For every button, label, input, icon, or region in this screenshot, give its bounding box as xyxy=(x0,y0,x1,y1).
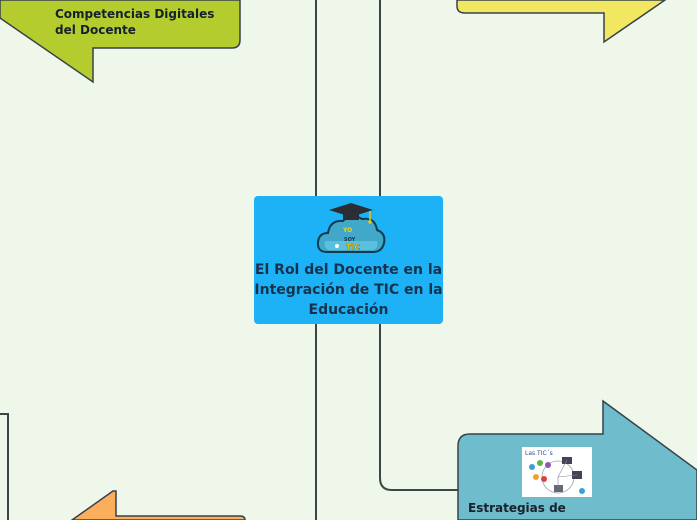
topic-top-right-shape[interactable] xyxy=(456,0,667,44)
icon-caption-soy: SOY xyxy=(344,237,356,243)
topic-bottom-left-shape[interactable] xyxy=(70,490,246,520)
connector-bottom-right xyxy=(379,324,458,491)
central-topic[interactable]: YO SOY TIC El Rol del Docente en la Inte… xyxy=(254,196,443,324)
tic-diagram-image: Las TIC´s xyxy=(522,447,592,497)
tic-diagram-title: Las TIC´s xyxy=(525,450,553,457)
central-topic-title: El Rol del Docente en la Integración de … xyxy=(254,262,443,318)
topic-competencias-label: Competencias Digitales del Docente xyxy=(55,7,215,37)
connector-left-partial xyxy=(0,413,9,520)
graduation-cloud-icon: YO SOY TIC xyxy=(316,203,386,253)
icon-caption-tic: TIC xyxy=(346,243,360,252)
connectors xyxy=(0,0,458,520)
topic-competencias-shape[interactable] xyxy=(0,0,241,84)
icon-caption-yo: YO xyxy=(342,227,352,234)
topic-estrategias-label: Estrategias de xyxy=(468,501,566,515)
